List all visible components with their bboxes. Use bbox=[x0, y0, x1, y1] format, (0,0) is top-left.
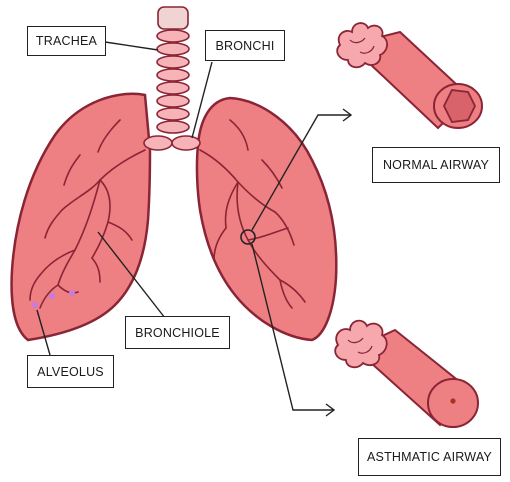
bronchi-leader bbox=[191, 61, 213, 139]
trachea-ring bbox=[156, 29, 190, 43]
bronchi-label: BRONCHI bbox=[205, 30, 285, 61]
asthmatic-airway-arrowhead bbox=[325, 403, 336, 417]
bronchus-right bbox=[171, 135, 201, 151]
right-bronchiole-tree bbox=[199, 119, 306, 309]
left-lung bbox=[10, 92, 152, 342]
alveolus-dot bbox=[69, 290, 75, 296]
bronchiole-label: BRONCHIOLE bbox=[125, 316, 230, 349]
asthmatic-airway bbox=[334, 319, 479, 428]
trachea-ring bbox=[156, 94, 190, 108]
trachea-ring bbox=[156, 68, 190, 82]
right-lung bbox=[195, 96, 338, 342]
alveolus-dot bbox=[49, 293, 55, 299]
asthmatic-airway-alveoli bbox=[334, 319, 388, 369]
trachea-ring bbox=[156, 55, 190, 69]
trachea-ring bbox=[156, 107, 190, 121]
alveolus-leader bbox=[36, 309, 51, 356]
trachea-leader bbox=[104, 41, 159, 51]
normal-airway-arrowhead bbox=[342, 108, 353, 122]
asthmatic-airway-label: ASTHMATIC AIRWAY bbox=[358, 438, 501, 476]
normal-airway bbox=[336, 22, 483, 130]
left-bronchiole-tree bbox=[29, 119, 146, 309]
bronchiole-leader bbox=[97, 231, 166, 319]
trachea-label: TRACHEA bbox=[27, 26, 106, 56]
trachea-ring bbox=[156, 81, 190, 95]
trachea bbox=[143, 6, 201, 151]
magnify-circle bbox=[240, 229, 256, 245]
asthmatic-airway-arrow bbox=[251, 243, 333, 411]
normal-airway-alveoli bbox=[336, 22, 388, 69]
asthmatic-airway-blockage bbox=[450, 398, 456, 404]
trachea-top bbox=[157, 6, 189, 30]
leader-lines bbox=[36, 41, 353, 417]
alveolus-dot bbox=[32, 302, 38, 308]
normal-airway-lumen bbox=[442, 89, 477, 123]
alveolus-dots bbox=[32, 290, 75, 308]
bronchus-left bbox=[143, 135, 173, 151]
trachea-ring bbox=[156, 120, 190, 134]
trachea-ring bbox=[156, 42, 190, 56]
normal-airway-arrow bbox=[251, 114, 350, 231]
alveolus-label: ALVEOLUS bbox=[27, 355, 114, 388]
normal-airway-label: NORMAL AIRWAY bbox=[372, 147, 500, 183]
